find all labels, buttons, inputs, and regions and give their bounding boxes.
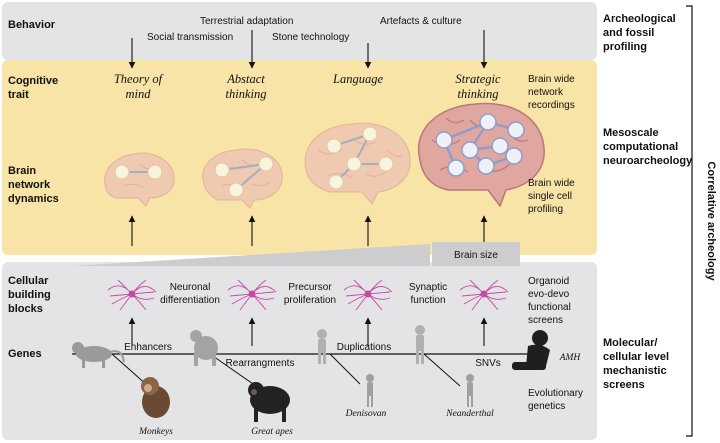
right-mesoscale-1: Mesoscale <box>603 127 659 139</box>
right-molecular-1: Molecular/ <box>603 337 657 349</box>
trait-strategic-1: Strategic <box>455 72 501 86</box>
row-label-brain-2: network <box>8 179 51 191</box>
note-single-cell-1: Brain wide <box>528 178 575 189</box>
brain-icon-1 <box>104 152 175 207</box>
neuron-icon-1 <box>107 279 157 311</box>
row-label-cellular-1: Cellular <box>8 275 49 287</box>
cell-precursor-2: proliferation <box>284 295 336 306</box>
gene-enhancers: Enhancers <box>124 342 172 353</box>
neuron-icon-4 <box>459 279 509 311</box>
trait-strategic-2: thinking <box>458 87 499 101</box>
hominin-figure-1 <box>317 329 327 364</box>
gene-snvs: SNVs <box>475 358 501 369</box>
note-network-1: Brain wide <box>528 74 575 85</box>
right-molecular-3: mechanistic <box>603 365 667 377</box>
cell-neuronal-1: Neuronal <box>170 282 211 293</box>
behavior-band <box>2 2 597 60</box>
hominin-figure-2 <box>415 325 425 364</box>
row-label-cellular-2: building <box>8 289 51 301</box>
species-amh: AMH <box>559 353 582 363</box>
denisovan-figure <box>366 374 374 407</box>
cell-synaptic-2: function <box>410 295 445 306</box>
row-label-brain-3: dynamics <box>8 193 59 205</box>
right-archeological-1: Archeological <box>603 13 676 25</box>
cell-synaptic-1: Synaptic <box>409 282 447 293</box>
neuron-icon-3 <box>343 279 393 311</box>
trait-theory-of-mind-2: mind <box>126 87 152 101</box>
row-label-cellular-3: blocks <box>8 303 43 315</box>
branch-neanderthal <box>423 353 461 387</box>
note-evolutionary-1: Evolutionary <box>528 388 583 399</box>
trait-theory-of-mind-1: Theory of <box>114 72 164 86</box>
right-mesoscale-3: neuroarcheology <box>603 155 693 167</box>
note-organoid-3: functional <box>528 302 571 313</box>
correlative-bracket <box>686 5 693 437</box>
row-label-cognitive-2: trait <box>8 89 29 101</box>
species-neanderthal: Neanderthal <box>445 409 494 419</box>
brain-size-label: Brain size <box>454 250 498 261</box>
right-mesoscale-2: computational <box>603 141 678 153</box>
row-label-cognitive-1: Cognitive <box>8 75 58 87</box>
trait-language: Language <box>332 72 383 86</box>
great-apes-figure <box>248 382 290 422</box>
row-label-brain-1: Brain <box>8 165 36 177</box>
cell-neuronal-2: differentiation <box>160 295 220 306</box>
note-single-cell-2: single cell <box>528 191 572 202</box>
note-evolutionary-2: genetics <box>528 401 565 412</box>
gene-rearrangments: Rearrangments <box>226 358 295 369</box>
note-single-cell-3: profiling <box>528 204 563 215</box>
branch-great-apes <box>209 353 257 387</box>
cell-precursor-1: Precursor <box>288 282 332 293</box>
trait-abstract-1: Abstact <box>226 72 265 86</box>
gene-duplications: Duplications <box>337 342 391 353</box>
species-monkeys: Monkeys <box>138 427 173 437</box>
note-organoid-2: evo-devo <box>528 289 570 300</box>
ape-figure <box>190 330 218 366</box>
behavior-social: Social transmission <box>147 32 233 43</box>
brain-icon-2 <box>202 148 283 209</box>
species-great-apes: Great apes <box>251 427 293 437</box>
row-label-genes: Genes <box>8 348 42 360</box>
brain-size-box <box>432 242 520 266</box>
right-archeological-3: profiling <box>603 41 647 53</box>
species-denisovan: Denisovan <box>345 409 387 419</box>
branch-denisovan <box>329 353 361 385</box>
behavior-terrestrial: Terrestrial adaptation <box>200 16 293 27</box>
behavior-artefacts: Artefacts & culture <box>380 16 462 27</box>
brain-icon-3 <box>304 122 411 205</box>
brain-size-wedge <box>72 244 430 266</box>
note-network-2: network <box>528 87 564 98</box>
right-molecular-4: screens <box>603 379 645 391</box>
note-organoid-1: Organoid <box>528 276 569 287</box>
amh-figure <box>512 330 550 370</box>
note-organoid-4: screens <box>528 315 563 326</box>
monkey-figure <box>72 342 125 368</box>
correlative-label: Correlative archeology <box>705 161 717 281</box>
neuron-icon-2 <box>227 279 277 311</box>
behavior-stone: Stone technology <box>272 32 349 43</box>
brain-icon-4 <box>417 102 545 208</box>
branch-monkeys <box>111 353 149 387</box>
monkeys-figure <box>141 377 170 418</box>
trait-abstract-2: thinking <box>226 87 267 101</box>
note-network-3: recordings <box>528 100 575 111</box>
cognitive-band <box>2 60 597 255</box>
right-archeological-2: and fossil <box>603 27 654 39</box>
row-label-behavior: Behavior <box>8 19 56 31</box>
right-molecular-2: cellular level <box>603 351 669 363</box>
neanderthal-figure <box>466 374 474 407</box>
